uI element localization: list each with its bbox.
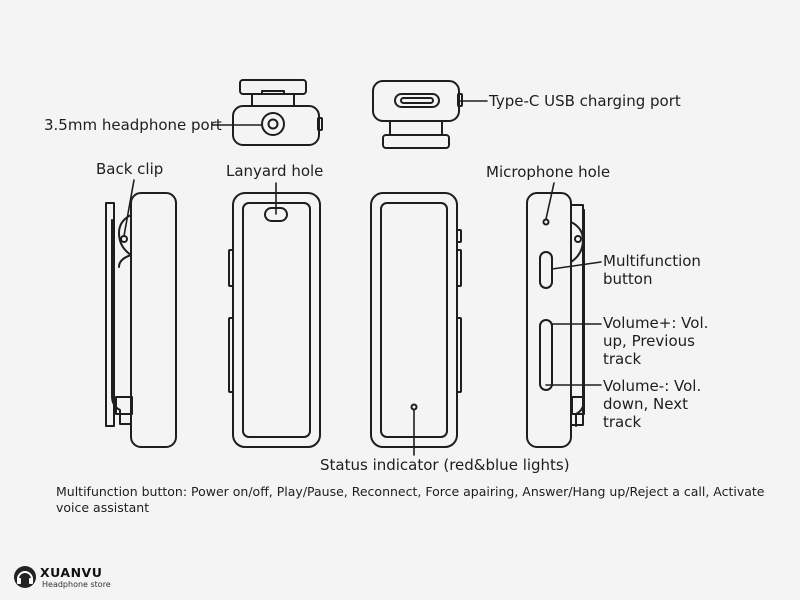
- label-status-indicator: Status indicator (red&blue lights): [320, 456, 570, 474]
- label-multifunction-button: Multifunction button: [603, 252, 701, 288]
- label-back-clip: Back clip: [96, 160, 164, 178]
- left-side-view: [105, 192, 177, 448]
- right-side-view: [526, 192, 585, 448]
- back-view: [370, 192, 462, 448]
- label-headphone-port: 3.5mm headphone port: [44, 116, 222, 134]
- leader-lines: [123, 100, 602, 456]
- label-volume-up: Volume+: Vol. up, Previous track: [603, 314, 709, 368]
- label-microphone-hole: Microphone hole: [486, 163, 611, 181]
- logo-subtitle: Headphone store: [42, 580, 111, 589]
- top-view: [232, 79, 323, 146]
- function-caption: Multifunction button: Power on/off, Play…: [56, 484, 765, 515]
- label-usb-port: Type-C USB charging port: [489, 92, 681, 110]
- label-volume-down: Volume-: Vol. down, Next track: [603, 377, 702, 431]
- logo-name: XUANVU: [40, 565, 103, 580]
- bottom-view: [372, 80, 463, 149]
- front-view: [228, 192, 321, 448]
- headphone-logo-icon: [14, 566, 36, 588]
- label-lanyard-hole: Lanyard hole: [226, 162, 324, 180]
